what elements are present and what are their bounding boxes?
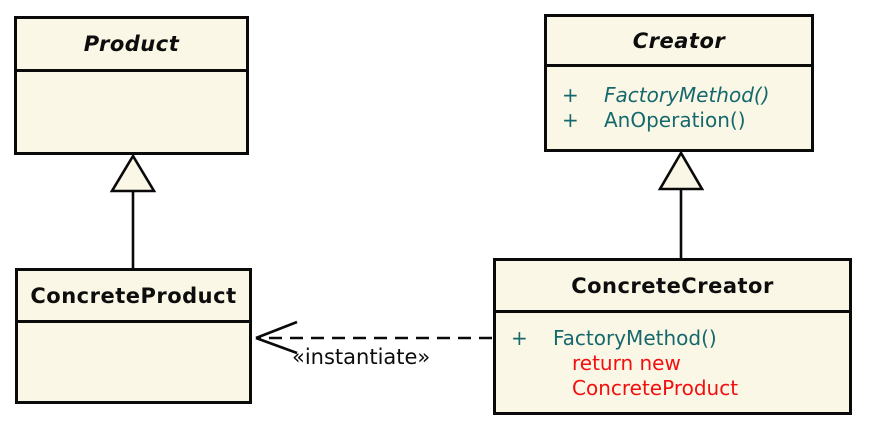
class-box-concrete-creator[interactable]: ConcreteCreator + FactoryMethod() return…	[493, 258, 852, 415]
class-box-creator[interactable]: Creator + FactoryMethod() + AnOperation(…	[544, 14, 814, 152]
return-new-note-line-1: return new	[572, 351, 681, 375]
class-body-creator: + FactoryMethod() + AnOperation()	[547, 67, 811, 149]
class-box-concrete-product[interactable]: ConcreteProduct	[15, 268, 252, 404]
class-title-concrete-creator: ConcreteCreator	[496, 261, 849, 313]
instantiate-stereotype-label: «instantiate»	[292, 345, 431, 369]
class-body-concrete-product	[18, 323, 249, 401]
method-factorymethod-abstract: + FactoryMethod()	[547, 83, 811, 108]
method-name: FactoryMethod()	[553, 326, 717, 350]
visibility-plus: +	[562, 83, 579, 107]
class-title-creator: Creator	[547, 17, 811, 67]
class-title-concrete-product: ConcreteProduct	[18, 271, 249, 323]
method-name: AnOperation()	[604, 108, 746, 132]
generalization-arrow-product	[109, 153, 157, 268]
method-anoperation: + AnOperation()	[547, 108, 811, 133]
class-body-concrete-creator: + FactoryMethod() return new ConcretePro…	[496, 313, 849, 412]
method-factorymethod: + FactoryMethod()	[496, 326, 849, 351]
visibility-plus: +	[562, 108, 579, 132]
class-body-product	[17, 72, 246, 152]
class-box-product[interactable]: Product	[14, 16, 249, 155]
class-title-product: Product	[17, 19, 246, 72]
visibility-plus: +	[511, 326, 528, 350]
generalization-arrow-creator	[657, 150, 705, 258]
method-name: FactoryMethod()	[604, 83, 770, 107]
return-new-note-line-2: ConcreteProduct	[572, 376, 739, 400]
